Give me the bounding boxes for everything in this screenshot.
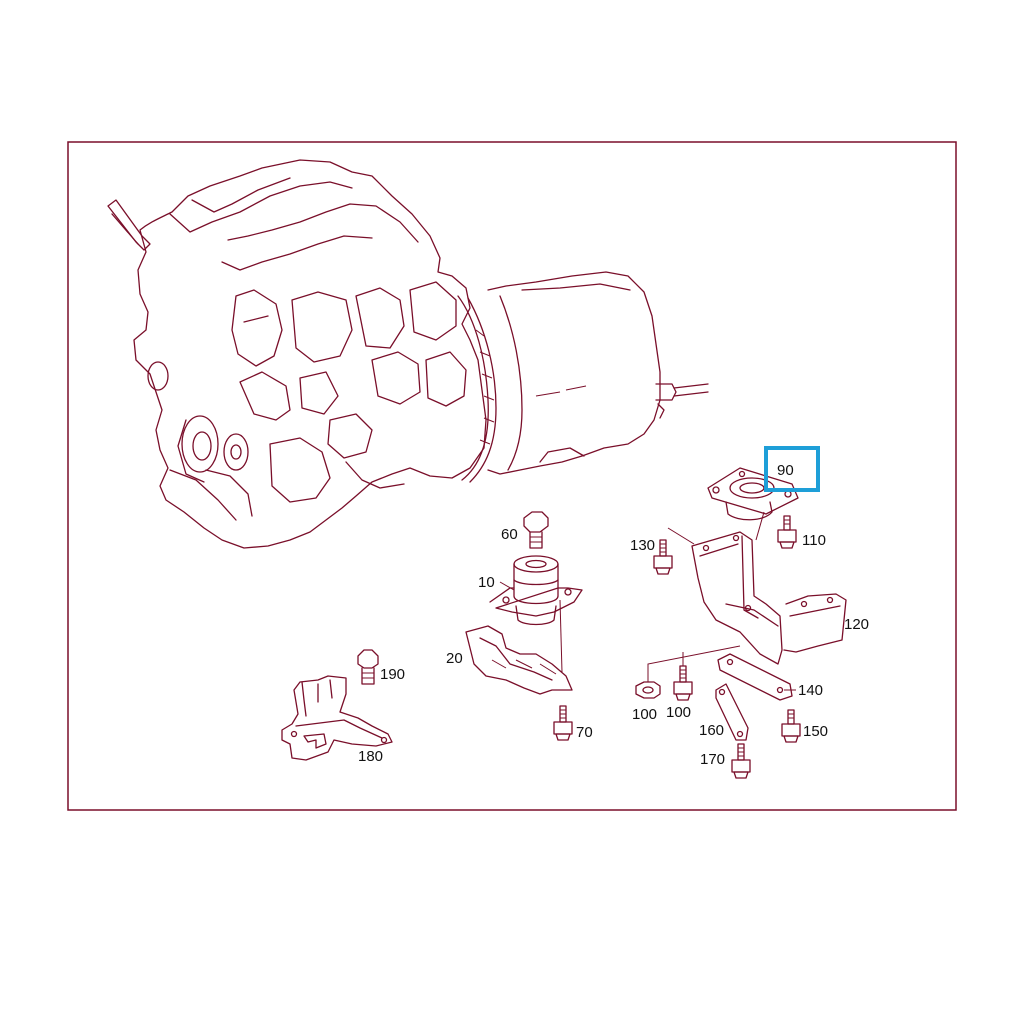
callout-20: 20	[446, 650, 463, 667]
callout-100-right: 100	[666, 704, 691, 721]
callout-140: 140	[798, 682, 823, 699]
callout-90: 90	[777, 462, 794, 479]
callout-10: 10	[478, 574, 495, 591]
part-120-crossmember	[691, 511, 847, 665]
part-160-strap	[715, 683, 749, 741]
callout-180: 180	[358, 748, 383, 765]
callout-160: 160	[699, 722, 724, 739]
callout-60: 60	[501, 526, 518, 543]
part-130-bolt	[653, 527, 695, 575]
part-190-bolt	[357, 649, 379, 685]
part-60-bolt	[523, 511, 549, 549]
part-10-engine-mount	[489, 555, 583, 673]
part-20-heat-shield	[465, 625, 573, 695]
engine-transmission-assembly	[107, 159, 709, 549]
callout-110: 110	[802, 532, 826, 549]
part-180-bracket	[281, 675, 393, 761]
callout-190: 190	[380, 666, 405, 683]
callout-70: 70	[576, 724, 593, 741]
part-140-strap	[717, 653, 796, 701]
callout-150: 150	[803, 723, 828, 740]
part-110-bolt	[777, 515, 797, 549]
diagram-frame	[67, 141, 957, 811]
callout-130: 130	[630, 537, 655, 554]
part-170-bolt	[731, 743, 751, 779]
part-90-transmission-mount	[707, 467, 799, 521]
part-100-bolt	[673, 652, 693, 701]
part-100-nut	[635, 645, 741, 699]
part-150-bolt	[781, 709, 801, 743]
part-70-bolt	[553, 705, 573, 741]
callout-120: 120	[844, 616, 869, 633]
callout-100-left: 100	[632, 706, 657, 723]
callout-170: 170	[700, 751, 725, 768]
callout-90-highlight	[764, 446, 820, 492]
